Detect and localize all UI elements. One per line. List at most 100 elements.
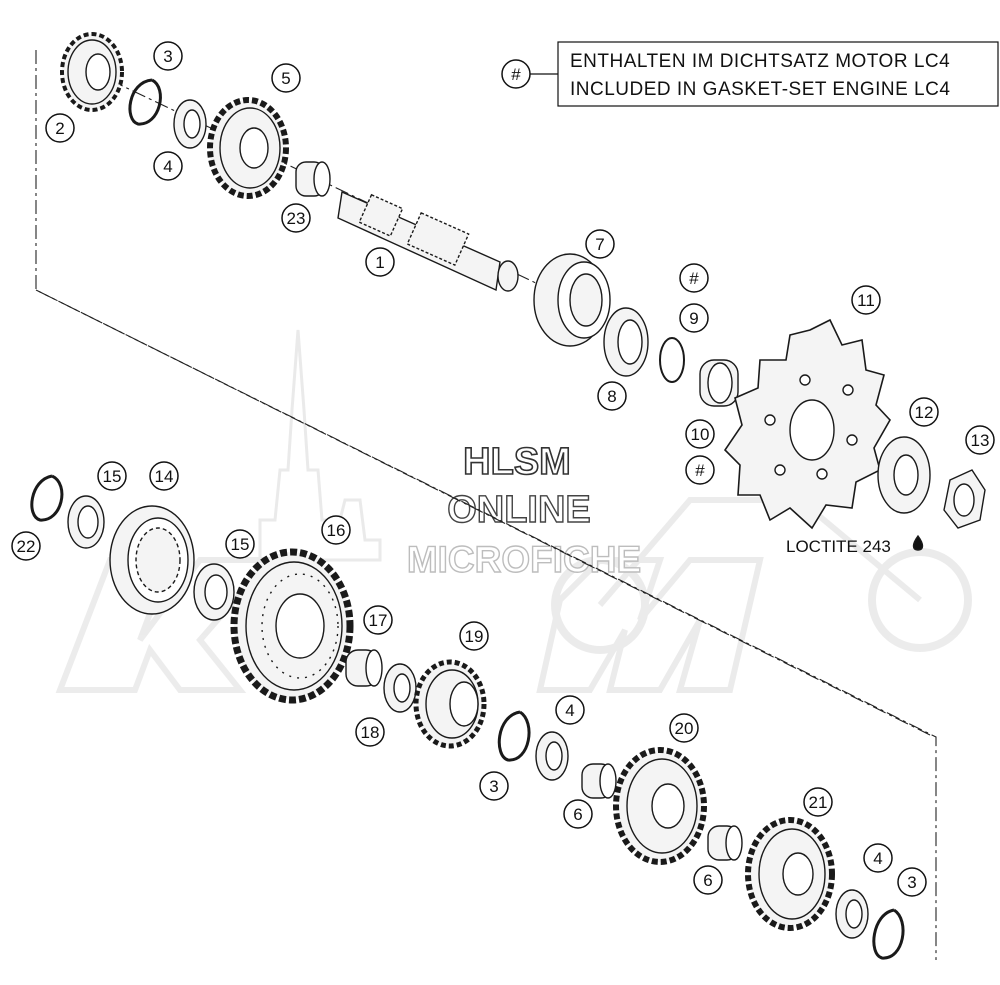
part-4-washer-c bbox=[835, 889, 869, 939]
part-6-bushing-a bbox=[581, 763, 617, 799]
callout-3-b-label: 3 bbox=[489, 777, 498, 796]
watermark-line3: MICROFICHE bbox=[407, 539, 641, 580]
callout-9-label: 9 bbox=[689, 309, 698, 328]
callout-22: 22 bbox=[11, 531, 41, 561]
part-16-gear bbox=[230, 548, 354, 704]
callout-hash-2: # bbox=[685, 455, 715, 485]
watermark-city-silhouette bbox=[258, 329, 382, 562]
callout-1: 1 bbox=[365, 247, 395, 277]
callout-11-label: 11 bbox=[857, 291, 875, 310]
part-4-washer bbox=[173, 99, 207, 149]
callout-2: 2 bbox=[45, 113, 75, 143]
callout-15-a: 15 bbox=[97, 461, 127, 491]
callout-10: 10 bbox=[685, 419, 715, 449]
callout-15-b: 15 bbox=[225, 529, 255, 559]
callout-4-b: 4 bbox=[555, 695, 585, 725]
loctite-drop-icon bbox=[912, 534, 924, 551]
part-19-gear bbox=[413, 659, 487, 749]
callout-hash-1-label: # bbox=[689, 269, 699, 288]
part-20-gear bbox=[613, 747, 707, 865]
callout-17: 17 bbox=[363, 605, 393, 635]
watermark-wheel-2 bbox=[551, 556, 649, 654]
part-12-lock-washer bbox=[877, 436, 931, 514]
callout-3-label: 3 bbox=[163, 47, 172, 66]
callout-14: 14 bbox=[149, 461, 179, 491]
callout-1-label: 1 bbox=[375, 253, 384, 272]
part-18-washer bbox=[383, 663, 417, 713]
callout-19-label: 19 bbox=[465, 627, 484, 646]
part-15-washer-a bbox=[67, 495, 105, 549]
part-3-circlip-c bbox=[872, 908, 905, 960]
parts bbox=[30, 32, 986, 960]
callout-7: 7 bbox=[585, 229, 615, 259]
part-9-o-ring bbox=[659, 337, 685, 383]
part-8-seal bbox=[603, 307, 649, 377]
callout-3-c: 3 bbox=[897, 867, 927, 897]
watermark-text: HLSM ONLINE MICROFICHE bbox=[406, 440, 642, 581]
callout-5: 5 bbox=[271, 63, 301, 93]
callout-13-label: 13 bbox=[971, 431, 990, 450]
callout-12-label: 12 bbox=[915, 403, 934, 422]
callout-4-label: 4 bbox=[163, 157, 172, 176]
part-6-bushing-b bbox=[707, 825, 743, 861]
axis-line-upper bbox=[35, 50, 931, 736]
callout-15-b-label: 15 bbox=[231, 535, 250, 554]
callout-14-label: 14 bbox=[155, 467, 174, 486]
watermark-line1: HLSM bbox=[463, 441, 571, 483]
watermark-brand-shape-2 bbox=[536, 557, 764, 693]
callout-8: 8 bbox=[597, 381, 627, 411]
callout-17-label: 17 bbox=[369, 611, 388, 630]
part-23-bushing bbox=[295, 161, 331, 197]
legend-line1: ENTHALTEN IM DICHTSATZ MOTOR LC4 bbox=[570, 51, 950, 72]
callout-23-label: 23 bbox=[287, 209, 306, 228]
callout-21-label: 21 bbox=[809, 793, 828, 812]
callout-20: 20 bbox=[669, 713, 699, 743]
callout-16: 16 bbox=[321, 515, 351, 545]
callout-16-label: 16 bbox=[327, 521, 346, 540]
callout-4-b-label: 4 bbox=[565, 701, 574, 720]
callout-7-label: 7 bbox=[595, 235, 604, 254]
legend-symbol: # bbox=[511, 65, 521, 84]
part-1-shaft bbox=[337, 190, 519, 292]
part-4-washer-b bbox=[535, 731, 569, 781]
part-22-circlip bbox=[30, 474, 64, 522]
callouts: 2 3 4 5 23 1 7 # 9 8 10 # 11 12 13 15 14… bbox=[11, 41, 995, 897]
part-2-gear bbox=[60, 32, 124, 112]
part-3-circlip bbox=[128, 78, 162, 126]
callout-3-c-label: 3 bbox=[907, 873, 916, 892]
callout-15-a-label: 15 bbox=[103, 467, 122, 486]
callout-hash-1: # bbox=[679, 263, 709, 293]
legend-line2: INCLUDED IN GASKET-SET ENGINE LC4 bbox=[570, 79, 950, 100]
callout-5-label: 5 bbox=[281, 69, 290, 88]
callout-9: 9 bbox=[679, 303, 709, 333]
callout-21: 21 bbox=[803, 787, 833, 817]
callout-12: 12 bbox=[909, 397, 939, 427]
part-5-gear bbox=[207, 97, 289, 199]
callout-3-b: 3 bbox=[479, 771, 509, 801]
legend: # ENTHALTEN IM DICHTSATZ MOTOR LC4 INCLU… bbox=[501, 41, 999, 107]
callout-8-label: 8 bbox=[607, 387, 616, 406]
callout-20-label: 20 bbox=[675, 719, 694, 738]
callout-22-label: 22 bbox=[17, 537, 36, 556]
part-21-gear bbox=[745, 817, 835, 931]
callout-hash-2-label: # bbox=[695, 461, 705, 480]
callout-4: 4 bbox=[153, 151, 183, 181]
loctite-label: LOCTITE 243 bbox=[786, 537, 891, 556]
axis-line-lower bbox=[35, 289, 937, 960]
callout-19: 19 bbox=[459, 621, 489, 651]
watermark-wheel bbox=[868, 548, 972, 652]
callout-2-label: 2 bbox=[55, 119, 64, 138]
part-3-circlip-b bbox=[497, 710, 531, 762]
callout-6-b-label: 6 bbox=[703, 871, 712, 890]
callout-4-c: 4 bbox=[863, 843, 893, 873]
part-7-bearing bbox=[533, 253, 611, 347]
callout-13: 13 bbox=[965, 425, 995, 455]
part-13-nut bbox=[943, 469, 986, 529]
callout-4-c-label: 4 bbox=[873, 849, 882, 868]
callout-6-a-label: 6 bbox=[573, 805, 582, 824]
callout-11: 11 bbox=[851, 285, 881, 315]
callout-18: 18 bbox=[355, 717, 385, 747]
callout-10-label: 10 bbox=[691, 425, 710, 444]
callout-6-b: 6 bbox=[693, 865, 723, 895]
